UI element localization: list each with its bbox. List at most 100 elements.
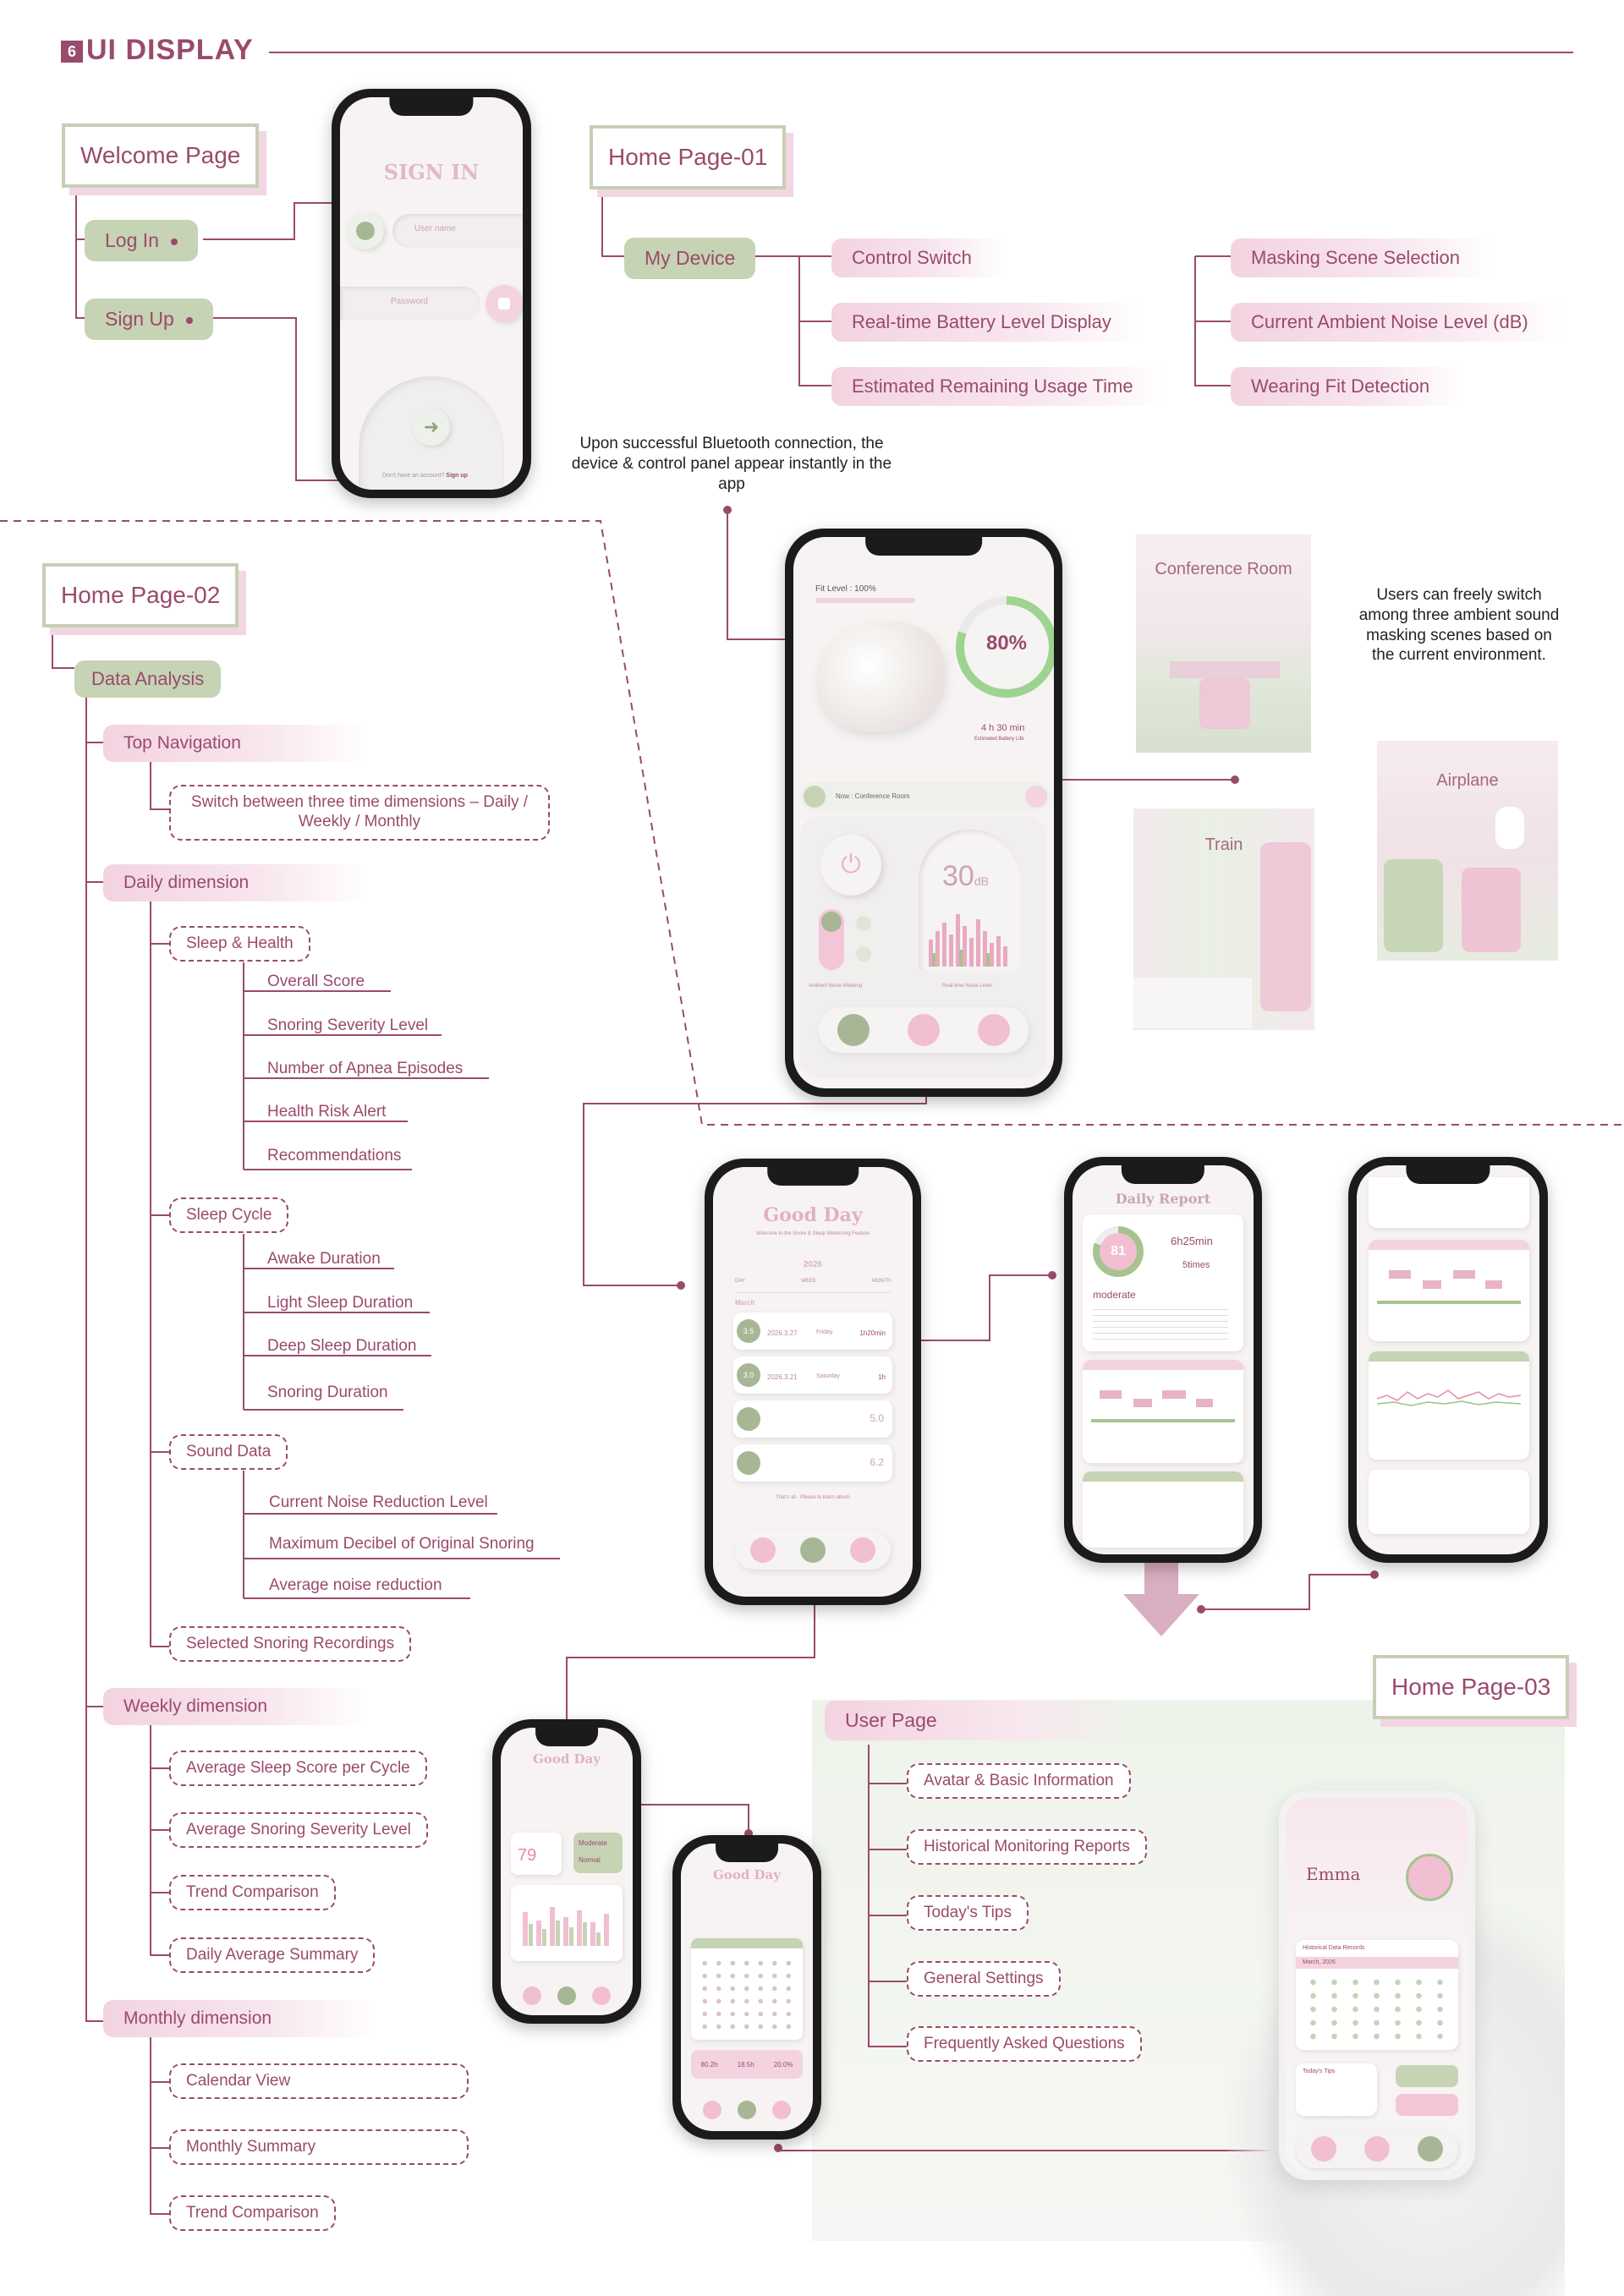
home-nav-icon[interactable] — [837, 1014, 870, 1046]
weekly-avg-snoring: Average Snoring Severity Level — [169, 1812, 428, 1848]
tab-day[interactable]: DAY — [735, 1279, 745, 1284]
bottom-nav — [819, 1007, 1029, 1053]
node-dot — [170, 238, 178, 245]
weekly-screen: Good Day 79 Moderate Normal — [501, 1728, 633, 2015]
card-header — [1369, 1240, 1529, 1250]
node-dot — [185, 316, 193, 324]
my-device-node: My Device — [624, 238, 756, 279]
leaf-apnea-episodes: Number of Apnea Episodes — [267, 1060, 464, 1077]
scenes-note: Users can freely switch among three ambi… — [1358, 586, 1560, 665]
sleep-cycle-chart — [1091, 1390, 1235, 1422]
year-selector[interactable]: 2026 — [803, 1260, 823, 1269]
leaf-max-decibel: Maximum Decibel of Original Snoring — [269, 1535, 535, 1553]
user-nav-icon[interactable] — [772, 2101, 792, 2119]
card-header — [1083, 1360, 1243, 1370]
noise-value: 30dB — [942, 860, 989, 893]
lock-button[interactable] — [486, 285, 523, 322]
device-control-screen: Fit Level : 100% 80% 4 h 30 min Estimate… — [793, 537, 1054, 1088]
user-nav-icon[interactable] — [850, 1537, 875, 1563]
home01-page-label: Home Page-01 — [590, 125, 787, 189]
card-header — [1083, 1471, 1243, 1482]
stat-value: 20.0% — [773, 2060, 793, 2069]
remaining-time: 4 h 30 min — [981, 723, 1025, 733]
power-icon[interactable]: ⏻ — [820, 835, 881, 896]
home-nav-icon[interactable] — [522, 1986, 541, 2005]
phone-notch — [1121, 1165, 1205, 1184]
gear-icon[interactable] — [856, 946, 871, 962]
leaf-snoring-duration: Snoring Duration — [267, 1384, 388, 1401]
home-nav-icon[interactable] — [750, 1537, 776, 1563]
faq-button[interactable] — [1396, 2094, 1458, 2116]
scene-airplane[interactable]: Airplane — [1377, 741, 1558, 961]
password-input[interactable]: Password — [340, 287, 480, 321]
trend-bar-chart — [523, 1907, 609, 1946]
leaf-overall-score: Overall Score — [267, 973, 365, 990]
masking-toggle[interactable] — [819, 909, 844, 970]
noise-level-card: 30dB — [919, 830, 1022, 973]
trend-chart-card — [511, 1885, 623, 1961]
home-nav-icon[interactable] — [702, 2101, 721, 2119]
sleep-cycle-chart — [1377, 1270, 1521, 1304]
user-nav-icon[interactable] — [592, 1986, 612, 2005]
sign-in-phone: SIGN IN User name Password ➜ Don't have … — [332, 89, 531, 498]
tips-card[interactable]: Today's Tips — [1296, 2063, 1377, 2116]
tab-week[interactable]: WEEK — [801, 1279, 816, 1284]
feature-ambient-noise: Current Ambient Noise Level (dB) — [1231, 303, 1562, 342]
section-title: UI DISPLAY — [86, 34, 254, 66]
record-row[interactable]: 5.0 — [733, 1400, 892, 1438]
chair-shape — [1199, 678, 1250, 729]
list-end-note: That's all · Please to listen album — [776, 1495, 850, 1500]
scene-train[interactable]: Train — [1133, 808, 1314, 1030]
user-nav-icon[interactable] — [978, 1014, 1010, 1046]
record-row[interactable]: 3.0 2026.3.21 Saturday 1h — [733, 1356, 892, 1394]
scene-conference-room[interactable]: Conference Room — [1136, 534, 1311, 753]
settings-button[interactable] — [1396, 2065, 1458, 2087]
phone-notch — [535, 1728, 598, 1746]
feature-remaining-time: Estimated Remaining Usage Time — [831, 367, 1167, 406]
arrow-right-icon[interactable]: ➜ — [413, 408, 450, 446]
sign-up-link[interactable]: Sign up — [446, 473, 468, 479]
home03-page-label: Home Page-03 — [1373, 1655, 1570, 1719]
sound-data-node: Sound Data — [169, 1434, 288, 1470]
bluetooth-note: Upon successful Bluetooth connection, th… — [571, 435, 892, 493]
data-nav-icon[interactable] — [800, 1537, 826, 1563]
data-nav-icon[interactable] — [737, 2101, 756, 2119]
monthly-calendar: Calendar View — [169, 2063, 469, 2099]
leaf-snoring-severity: Snoring Severity Level — [267, 1016, 429, 1034]
month-label: March — [735, 1299, 755, 1307]
sound-data-card — [1369, 1351, 1529, 1460]
battery-ring: 80% — [956, 596, 1054, 698]
bottom-nav — [514, 1986, 619, 2012]
calendar-card — [691, 1938, 803, 2040]
user-page-node: User Page — [825, 1701, 1133, 1740]
record-row[interactable]: 3.5 2026.3.27 Friday 1h20min — [733, 1312, 892, 1350]
scene-select-icon[interactable] — [1025, 786, 1047, 808]
data-nav-icon[interactable] — [557, 1986, 576, 2005]
sleep-cycle-node: Sleep Cycle — [169, 1197, 289, 1233]
user-nav-icon[interactable] — [1418, 2136, 1443, 2162]
username-input[interactable]: User name — [392, 214, 523, 248]
calendar-grid — [1303, 1975, 1451, 2043]
tab-month[interactable]: MONTH — [871, 1279, 891, 1284]
record-row[interactable]: 6.2 — [733, 1444, 892, 1482]
data-nav-icon[interactable] — [908, 1014, 940, 1046]
weekly-trend: Trend Comparison — [169, 1875, 336, 1910]
daily-report-screen: Daily Report 81 6h25min 5times moderate — [1073, 1165, 1254, 1554]
duration-value: 6h25min — [1171, 1235, 1213, 1247]
leaf-recommendations: Recommendations — [267, 1147, 402, 1164]
top-navigation-node: Top Navigation — [103, 725, 369, 762]
home-nav-icon[interactable] — [1311, 2136, 1336, 2162]
apnea-value: 5times — [1182, 1260, 1210, 1270]
monthly-trend: Trend Comparison — [169, 2195, 336, 2231]
data-nav-icon[interactable] — [1364, 2136, 1390, 2162]
avatar[interactable] — [1406, 1854, 1453, 1901]
user-avatar-button[interactable] — [347, 212, 384, 249]
battery-percent: 80% — [985, 632, 1028, 655]
scene-back-icon[interactable] — [804, 786, 826, 808]
user-name: Emma — [1306, 1864, 1361, 1884]
sound-line-chart — [1377, 1389, 1521, 1406]
noise-label: Real-time Noise Level — [942, 984, 992, 989]
gear-icon[interactable] — [856, 916, 871, 931]
scene-bar[interactable]: Now : Conference Room — [800, 782, 1051, 811]
